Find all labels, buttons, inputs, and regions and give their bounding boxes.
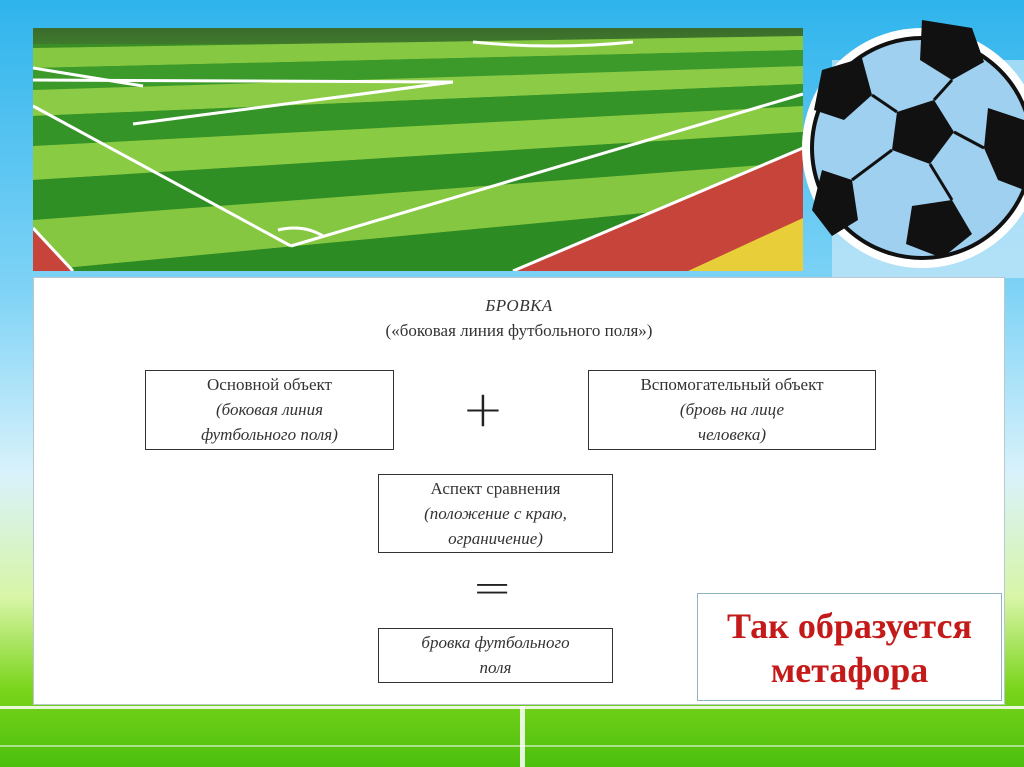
aspect-detail-1: (положение с краю,: [424, 504, 567, 523]
main-object-detail-2: футбольного поля): [201, 425, 338, 444]
bg-field-line: [520, 706, 525, 767]
result-line-2: поля: [479, 658, 512, 677]
bg-field-line: [0, 706, 1024, 709]
main-object-detail-1: (боковая линия: [216, 400, 323, 419]
callout-line-2: метафора: [770, 650, 929, 690]
bg-field-line: [0, 745, 1024, 747]
aux-object-detail-2: человека): [698, 425, 766, 444]
plus-sign: +: [462, 380, 504, 438]
aux-object-heading: Вспомогательный объект: [640, 375, 824, 394]
aux-object-detail-1: (бровь на лице: [679, 400, 785, 419]
result-box: бровка футбольного поля: [378, 628, 613, 683]
football-field-image: [33, 28, 803, 271]
result-line-1: бровка футбольного: [421, 633, 570, 652]
soccer-ball-image: [802, 20, 1024, 278]
diagram-subtitle: («боковая линия футбольного поля»): [385, 321, 653, 340]
main-object-heading: Основной объект: [207, 375, 332, 394]
aspect-box: Аспект сравнения (положение с краю, огра…: [378, 474, 613, 553]
main-object-box: Основной объект (боковая линия футбольно…: [145, 370, 394, 450]
diagram-panel: БРОВКА («боковая линия футбольного поля»…: [33, 277, 1005, 705]
callout-line-1: Так образуется: [726, 606, 973, 646]
equals-sign: =: [472, 560, 513, 616]
aspect-heading: Аспект сравнения: [430, 479, 561, 498]
aspect-detail-2: ограничение): [448, 529, 543, 548]
diagram-title: БРОВКА: [485, 296, 553, 315]
aux-object-box: Вспомогательный объект (бровь на лице че…: [588, 370, 876, 450]
metaphor-callout: Так образуется метафора: [697, 593, 1002, 701]
